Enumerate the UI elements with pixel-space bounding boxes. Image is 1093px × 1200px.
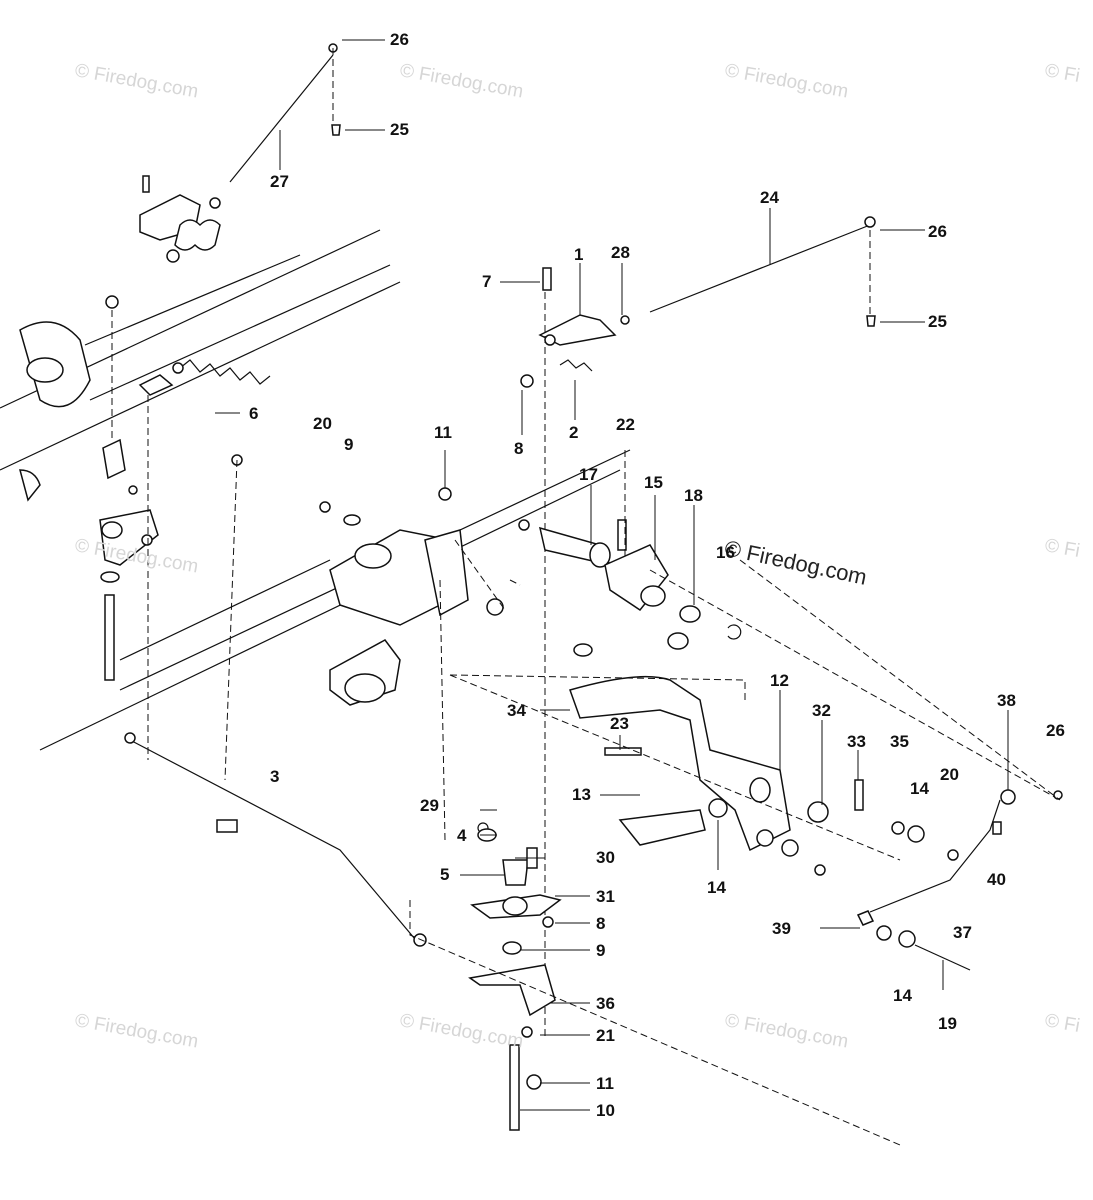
- callout-31: 31: [596, 887, 615, 906]
- callout-14: 14: [893, 986, 912, 1005]
- callout-4: 4: [457, 826, 467, 845]
- callout-33: 33: [847, 732, 866, 751]
- callout-28: 28: [611, 243, 630, 262]
- callout-8: 8: [514, 439, 524, 458]
- callout-29: 29: [420, 796, 439, 815]
- frame-rail: [0, 229, 631, 751]
- shaft-17: [319, 487, 1061, 801]
- callout-12: 12: [770, 671, 789, 690]
- pedal-arm: [569, 675, 959, 876]
- callout-25: 25: [390, 120, 409, 139]
- callout-5: 5: [440, 865, 450, 884]
- rod-3: [124, 459, 427, 947]
- callout-34: 34: [507, 701, 526, 720]
- callout-11: 11: [434, 423, 452, 442]
- callout-30: 30: [596, 848, 615, 867]
- callout-14: 14: [910, 779, 929, 798]
- callout-2: 2: [569, 423, 579, 442]
- callout-39: 39: [772, 919, 791, 938]
- callout-25: 25: [928, 312, 947, 331]
- callout-6: 6: [249, 404, 259, 423]
- callout-8: 8: [596, 914, 606, 933]
- callout-9: 9: [344, 435, 354, 454]
- callout-27: 27: [270, 172, 289, 191]
- left-pivot-stack: [99, 295, 159, 760]
- callout-40: 40: [987, 870, 1006, 889]
- callout-26: 26: [390, 30, 409, 49]
- callout-1: 1: [574, 245, 584, 264]
- callout-23: 23: [610, 714, 629, 733]
- callout-17: 17: [579, 465, 598, 484]
- callout-26: 26: [928, 222, 947, 241]
- callout-26: 26: [1046, 721, 1065, 740]
- pivot-bracket: [329, 529, 469, 706]
- callout-9: 9: [596, 941, 606, 960]
- callout-19: 19: [938, 1014, 957, 1033]
- callout-11: 11: [596, 1074, 614, 1093]
- callout-18: 18: [684, 486, 703, 505]
- callout-7: 7: [482, 272, 492, 291]
- callout-10: 10: [596, 1101, 615, 1120]
- callout-22: 22: [616, 415, 635, 434]
- callout-16: 16: [716, 543, 735, 562]
- callout-15: 15: [644, 473, 663, 492]
- callout-20: 20: [313, 414, 332, 433]
- leader-lines: [215, 39, 1009, 1111]
- guide-lines: [409, 450, 1061, 1146]
- callout-20: 20: [940, 765, 959, 784]
- rod-27: [139, 43, 341, 263]
- spring-6: [138, 359, 271, 466]
- callout-36: 36: [596, 994, 615, 1013]
- callout-13: 13: [572, 785, 591, 804]
- callout-3: 3: [270, 767, 280, 786]
- callout-14: 14: [707, 878, 726, 897]
- callout-21: 21: [596, 1026, 615, 1045]
- callout-32: 32: [812, 701, 831, 720]
- callout-38: 38: [997, 691, 1016, 710]
- rod-37: [856, 789, 1063, 971]
- callout-37: 37: [953, 923, 972, 942]
- callout-24: 24: [760, 188, 779, 207]
- arm-1: [520, 216, 876, 1040]
- callout-35: 35: [890, 732, 909, 751]
